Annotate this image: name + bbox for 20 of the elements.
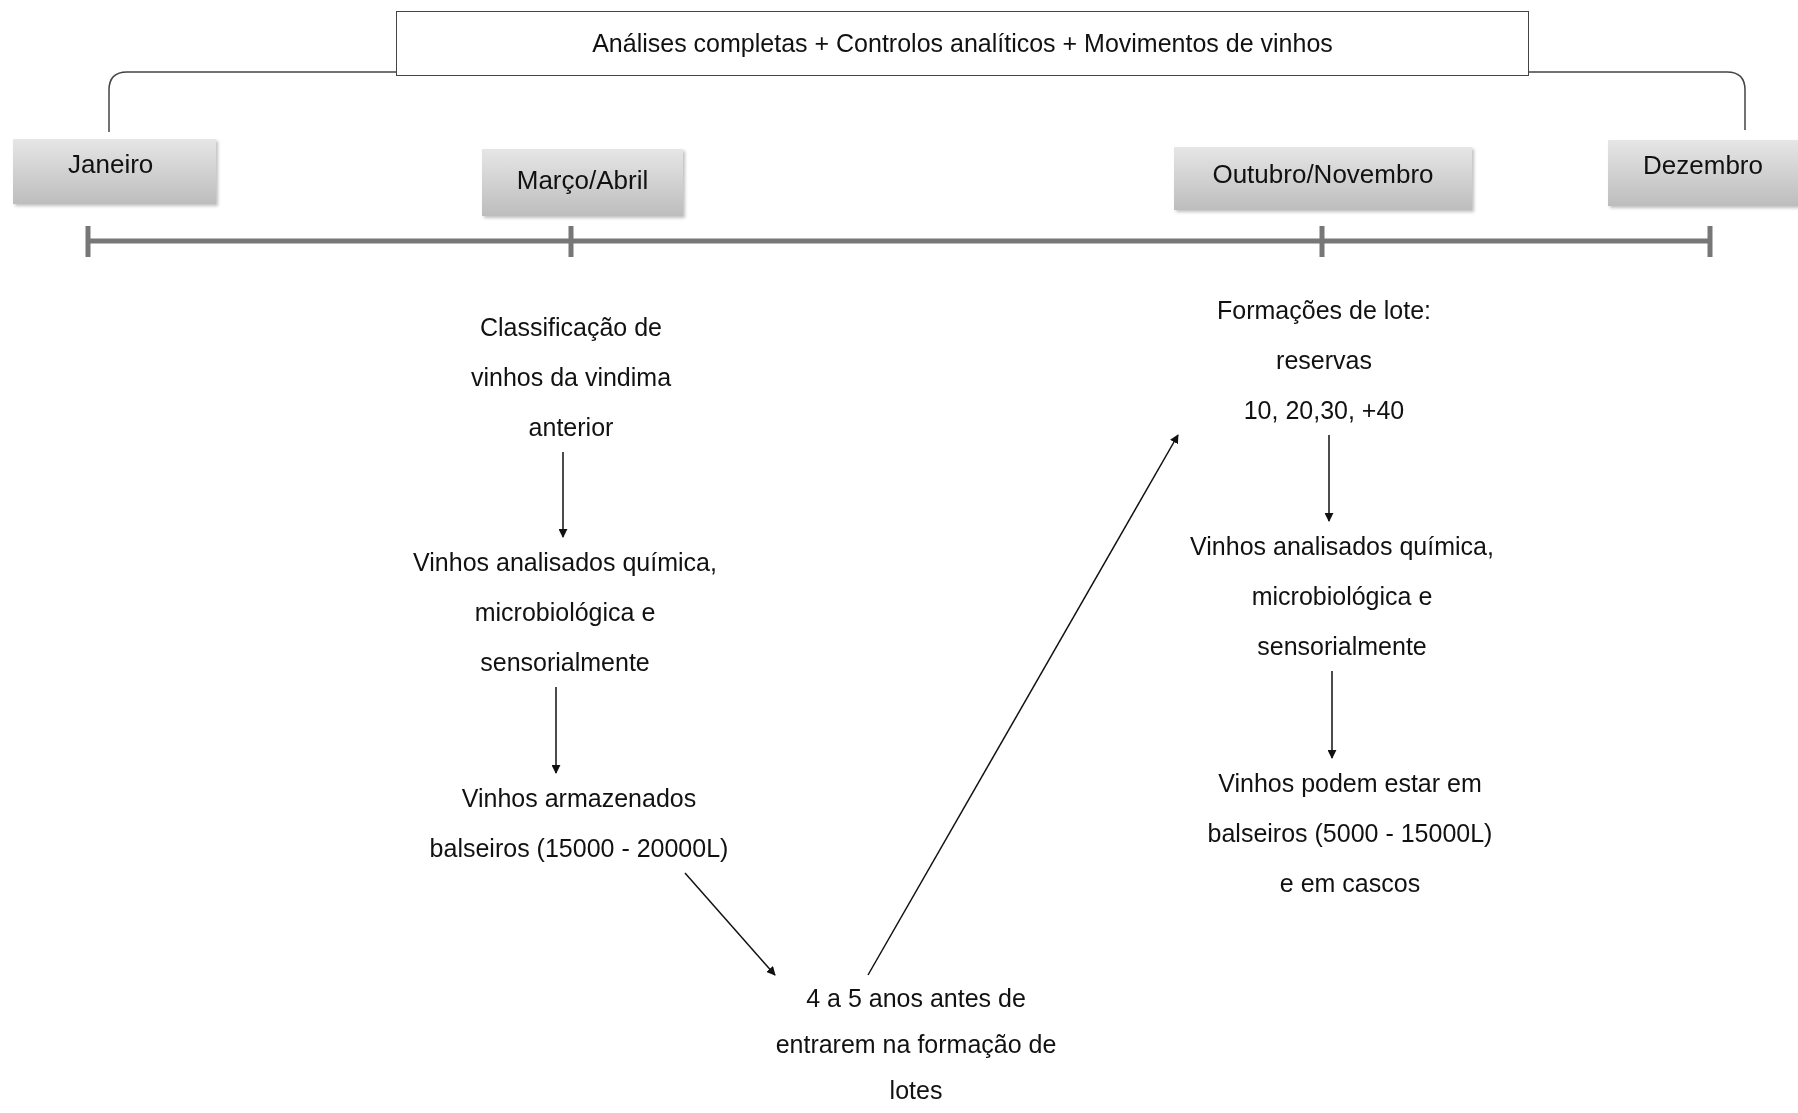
header-box: Análises completas + Controlos analíticos + Movimentos de vinhos (396, 11, 1529, 76)
month-label-box: Dezembro (1608, 140, 1798, 206)
step-text: Vinhos podem estar em balseiros (5000 - 15000L) e em cascos (1200, 758, 1500, 908)
month-label-box: Janeiro (13, 139, 216, 204)
step-text: Vinhos armazenados balseiros (15000 - 20000L) (416, 773, 742, 873)
arrow (558, 451, 568, 538)
arrow (551, 686, 561, 774)
arrow (1324, 434, 1334, 522)
step-text: Vinhos analisados química, microbiológica e sensorialmente (1172, 521, 1512, 671)
node-text: 10, 20,30, +40 (1242, 395, 1406, 426)
month-label-box: Outubro/Novembro (1174, 147, 1472, 210)
step-text: Classificação de vinhos da vindima anterior (451, 302, 691, 452)
node-text: Formações de lote: (1216, 295, 1432, 326)
node-text: reservas (1275, 345, 1373, 376)
arrow (867, 434, 1179, 976)
arrow (1327, 670, 1337, 759)
step-text: Vinhos analisados química, microbiológica e sensorialmente (395, 537, 735, 687)
arrow (684, 872, 776, 976)
month-label-box: Março/Abril (482, 149, 683, 216)
step-text: 4 a 5 anos antes de entrarem na formação de lotes (771, 975, 1061, 1113)
